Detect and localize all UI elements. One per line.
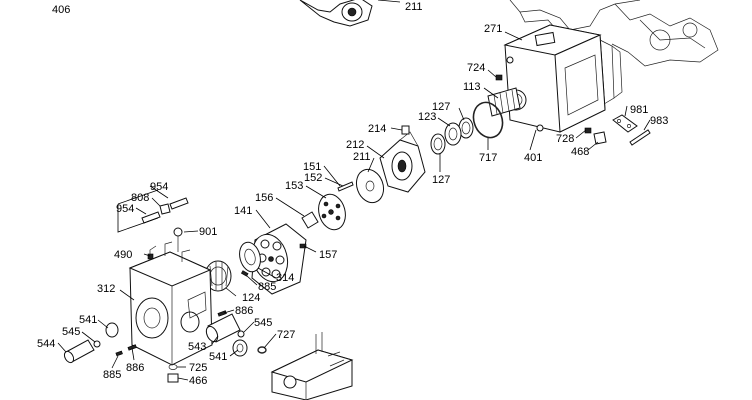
label-727: 727 (277, 329, 295, 341)
label-885-upper: 885 (258, 281, 276, 293)
label-981: 981 (630, 104, 648, 116)
label-312: 312 (97, 283, 115, 295)
label-541-left: 541 (79, 314, 97, 326)
ball-545-right (237, 330, 245, 338)
plug-490 (147, 253, 154, 260)
spring-pins-151-152 (337, 181, 354, 192)
spherical-bush-156 (301, 211, 319, 229)
label-725: 725 (189, 362, 207, 374)
pin-885-upper (240, 270, 249, 277)
label-271: 271 (484, 23, 502, 35)
label-211-top: 211 (405, 1, 423, 13)
pin-886-lower (127, 344, 137, 351)
eye-bolt-901 (173, 227, 183, 252)
label-543: 543 (188, 341, 206, 353)
part-number-labels: 406 211 271 724 113 127 123 214 212 211 … (37, 1, 668, 387)
retainer-plate-153 (318, 193, 346, 231)
o-ring-727 (257, 346, 267, 354)
label-490: 490 (114, 249, 132, 261)
o-ring-717 (472, 101, 504, 139)
screw-954-upper (169, 197, 189, 210)
label-954-upper: 954 (150, 181, 168, 193)
stopper-544 (63, 339, 95, 364)
valve-block-312 (128, 241, 213, 366)
label-124: 124 (242, 292, 260, 304)
bearing-127-lower (430, 133, 446, 155)
label-724: 724 (467, 62, 485, 74)
label-901: 901 (199, 226, 217, 238)
top-partial-assembly (299, 0, 373, 27)
label-728: 728 (556, 133, 574, 145)
swash-plate-212 (379, 131, 426, 193)
label-541-right: 541 (209, 351, 227, 363)
plug-466 (167, 373, 179, 383)
ball-545-left (93, 340, 101, 348)
solenoid-valve-block (270, 332, 354, 400)
label-545-right: 545 (254, 317, 272, 329)
label-212: 212 (346, 139, 364, 151)
label-123: 123 (418, 111, 436, 123)
pin-885-lower (115, 350, 123, 357)
label-113: 113 (463, 81, 481, 93)
shoe-plate-211 (355, 168, 385, 204)
leader-lines (57, 0, 651, 381)
label-717: 717 (479, 152, 497, 164)
seat-541-right (232, 339, 248, 357)
label-983: 983 (650, 115, 668, 127)
label-157: 157 (319, 249, 337, 261)
label-544: 544 (37, 338, 55, 350)
nut-808 (159, 203, 171, 215)
label-151: 151 (303, 161, 321, 173)
label-127-upper: 127 (432, 101, 450, 113)
seat-541-left (105, 322, 119, 338)
label-127-lower: 127 (432, 174, 450, 186)
drive-shaft-113 (487, 87, 521, 117)
label-314: 314 (276, 272, 294, 284)
pump-casing-271 (503, 24, 623, 133)
label-406: 406 (52, 4, 70, 16)
pin-886-upper (217, 310, 227, 317)
pin-214 (401, 125, 410, 135)
label-545-left: 545 (62, 326, 80, 338)
label-468: 468 (571, 146, 589, 158)
label-141: 141 (234, 205, 252, 217)
label-401: 401 (524, 152, 542, 164)
stopper-543 (205, 313, 241, 343)
label-886-upper: 886 (235, 305, 253, 317)
label-214: 214 (368, 123, 386, 135)
o-ring-725 (168, 364, 178, 370)
plug-724 (495, 74, 503, 81)
label-156: 156 (255, 192, 273, 204)
valve-plate-314 (239, 241, 261, 273)
label-954-lower: 954 (116, 203, 134, 215)
label-885-lower: 885 (103, 369, 121, 381)
plug-468 (593, 131, 607, 145)
pin-983 (629, 129, 651, 146)
screw-954-lower (141, 211, 161, 224)
label-211: 211 (353, 151, 371, 163)
bearing-127-upper (444, 122, 462, 146)
label-808: 808 (131, 192, 149, 204)
pin-157 (299, 243, 307, 249)
label-153: 153 (285, 180, 303, 192)
label-466: 466 (189, 375, 207, 387)
plate-981 (612, 114, 638, 133)
label-152: 152 (304, 172, 322, 184)
label-886-lower: 886 (126, 362, 144, 374)
